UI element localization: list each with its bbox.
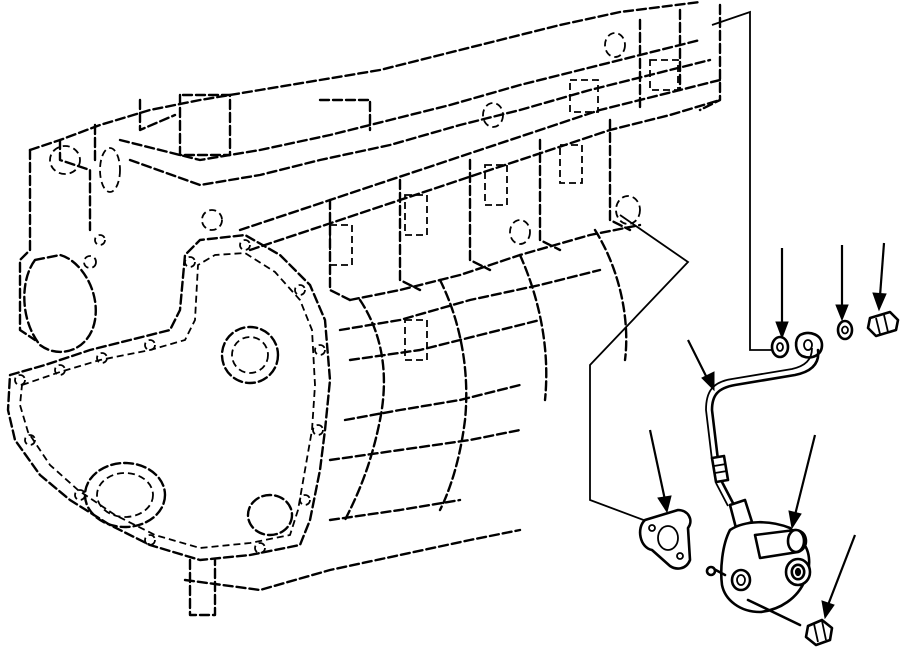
oil-supply-tube xyxy=(705,347,820,507)
oil-tube-assembly xyxy=(589,10,900,647)
callout-oil-tube xyxy=(687,339,715,392)
callout-filter-head xyxy=(788,434,817,530)
sealing-washer-left xyxy=(770,335,790,359)
callout-washer-left xyxy=(775,248,789,340)
engine-block xyxy=(6,0,722,617)
filter-adapter-housing xyxy=(705,498,812,627)
callout-leaders xyxy=(648,242,887,620)
callout-gasket xyxy=(648,429,672,514)
cover-bolts xyxy=(14,239,326,554)
cap-screw xyxy=(804,618,834,647)
reference-line-lower xyxy=(589,214,690,529)
banjo-bolt xyxy=(866,310,900,338)
reference-line-upper xyxy=(711,10,775,351)
callout-washer-right xyxy=(835,245,849,322)
callout-banjo-bolt xyxy=(872,242,887,312)
mounting-gasket xyxy=(638,508,692,570)
banjo-fitting xyxy=(794,331,824,359)
sealing-washer-right xyxy=(836,319,854,341)
callout-cap-screw xyxy=(821,534,857,620)
